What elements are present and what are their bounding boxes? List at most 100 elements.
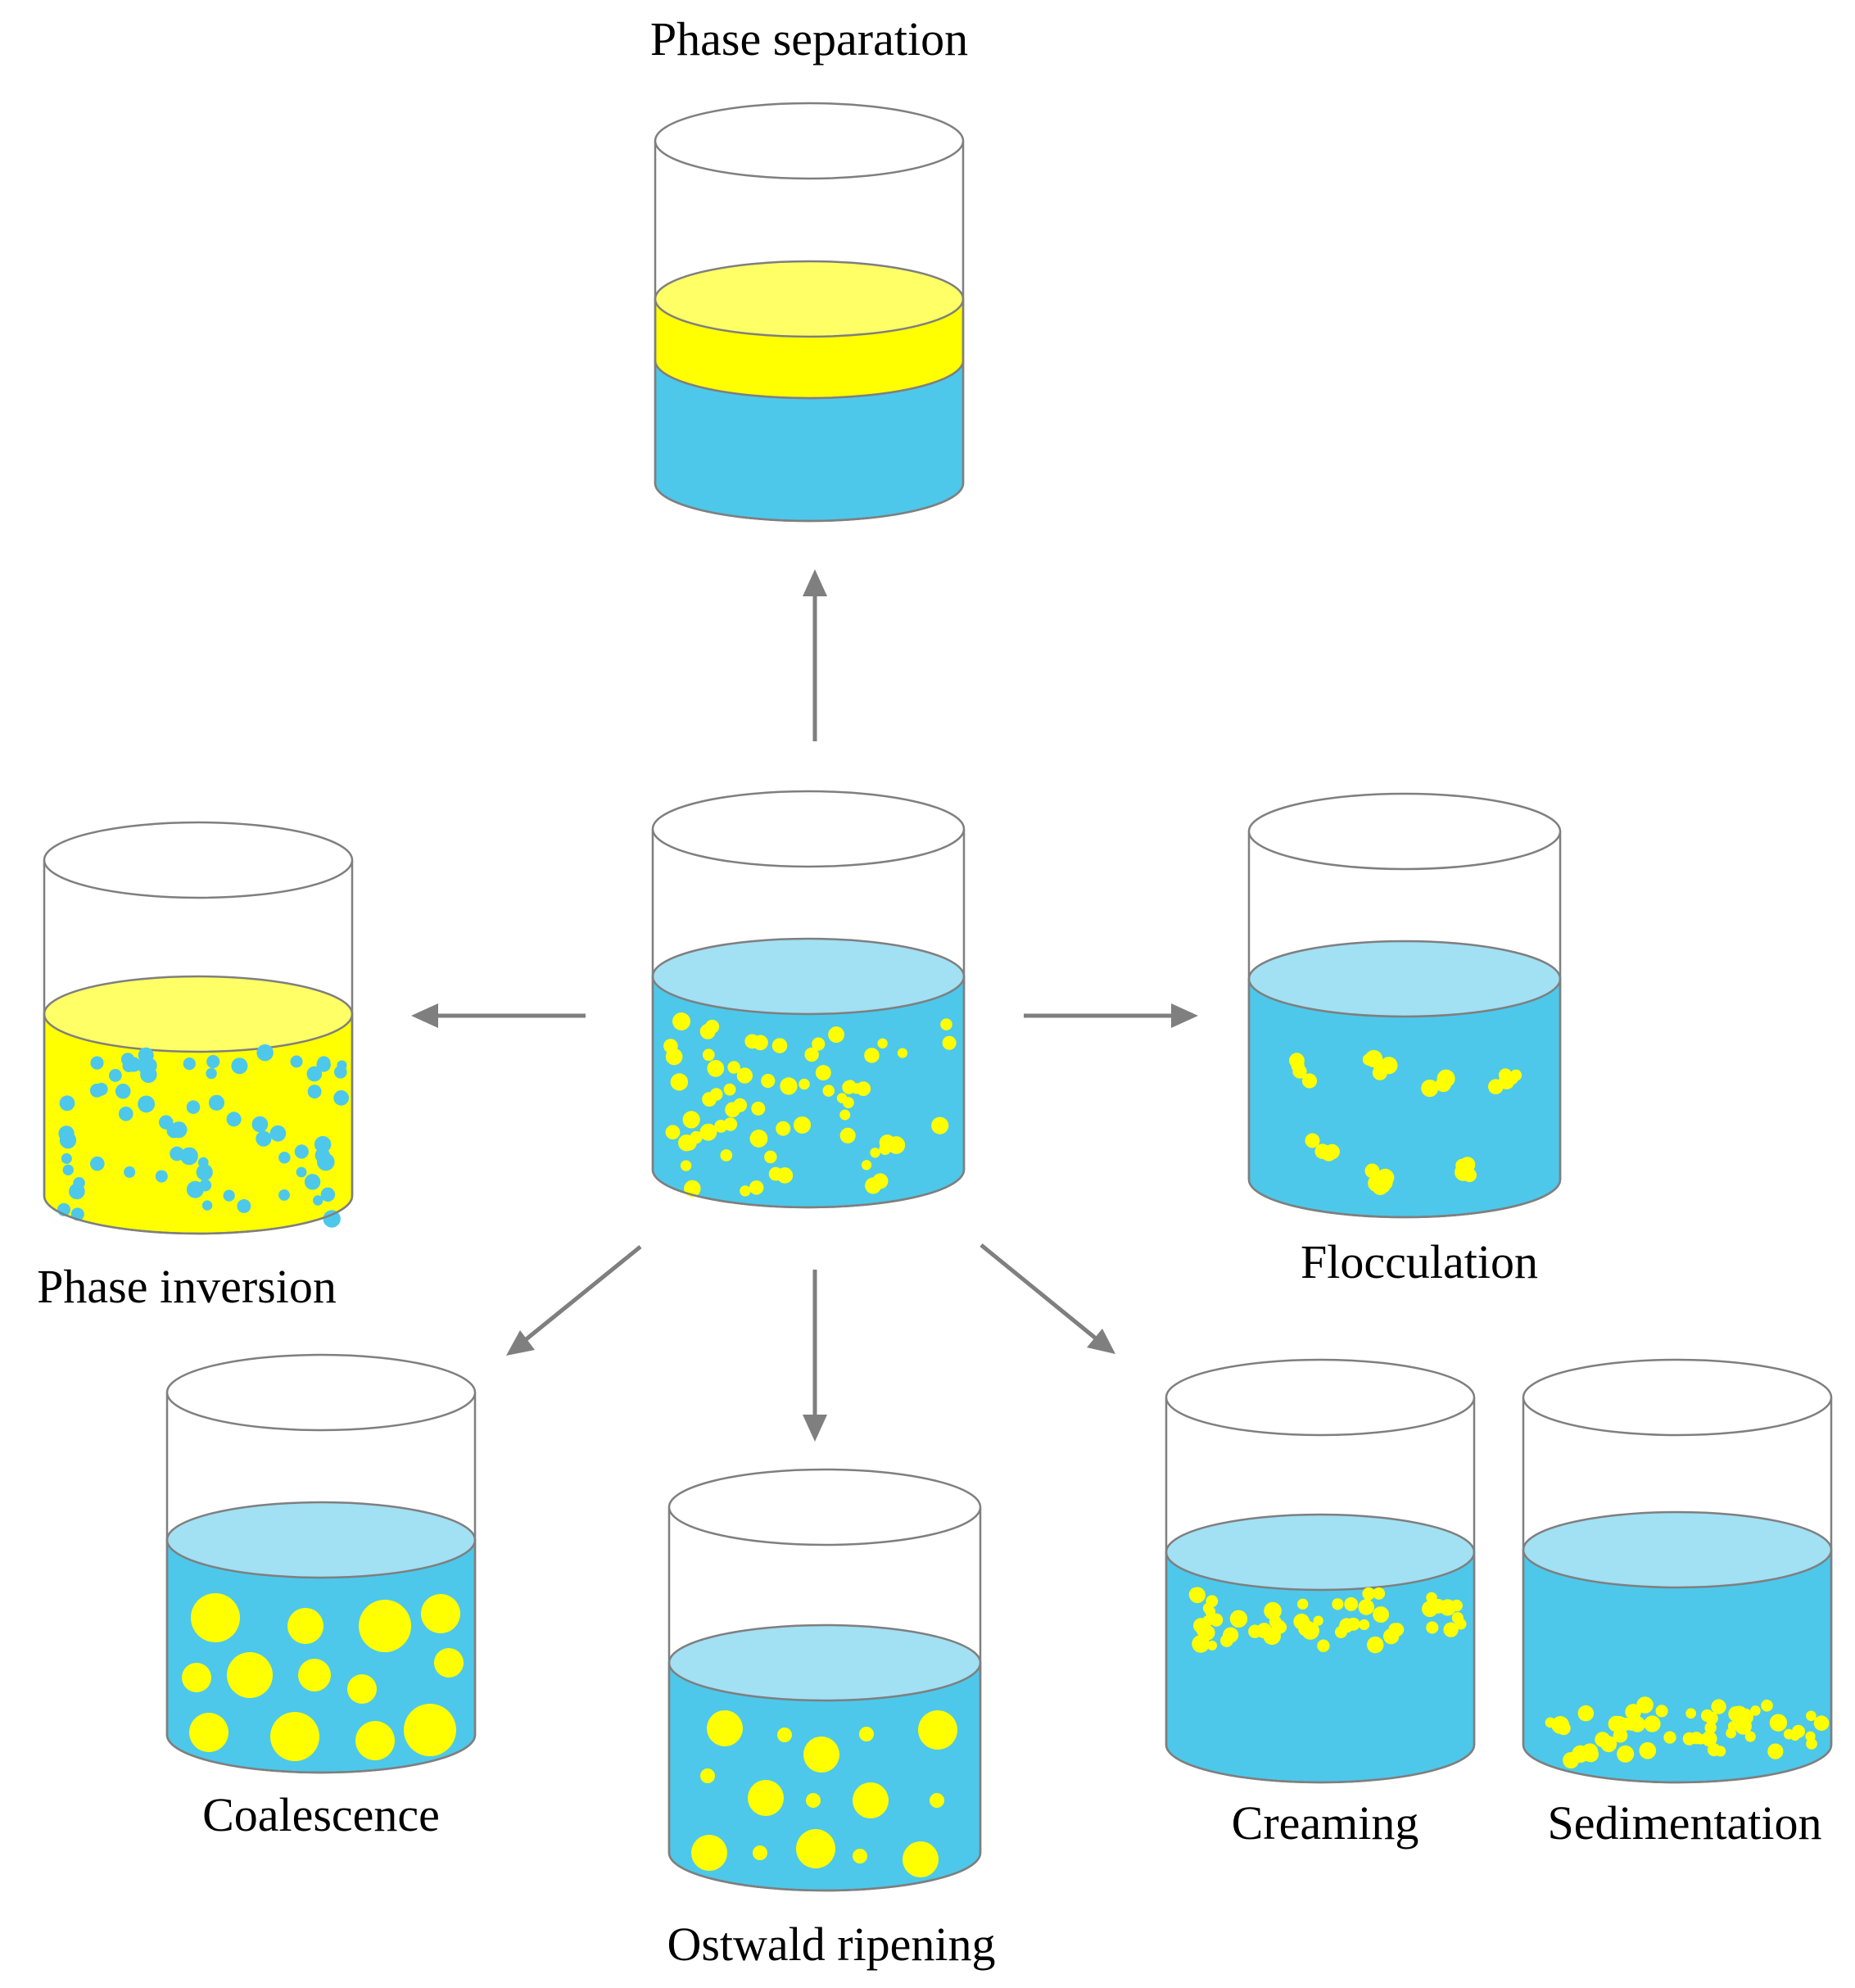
water-droplet xyxy=(124,1166,136,1178)
oil-droplet-sedimented xyxy=(1769,1714,1788,1732)
water-droplet xyxy=(231,1057,248,1075)
water-droplet xyxy=(180,1147,198,1166)
oil-droplet-creamed xyxy=(1335,1626,1347,1638)
oil-droplet-sedimented xyxy=(1644,1715,1661,1732)
beaker-sedimentation xyxy=(1522,1358,1833,1784)
label-ostwald-ripening: Ostwald ripening xyxy=(667,1918,995,1971)
label-coalescence: Coalescence xyxy=(202,1788,440,1841)
beaker-rim xyxy=(1247,792,1562,871)
water-droplet xyxy=(278,1152,291,1164)
oil-droplet-sedimented xyxy=(1636,1696,1654,1714)
oil-droplet xyxy=(844,1080,857,1091)
oil-droplet-sedimented xyxy=(1711,1699,1726,1714)
oil-droplet-sedimented xyxy=(1663,1731,1676,1744)
water-phase-surface xyxy=(667,1623,982,1702)
oil-droplet-sedimented xyxy=(1744,1731,1756,1742)
arrow-to-coalescence xyxy=(506,1245,642,1356)
oil-droplet xyxy=(879,1143,891,1156)
beaker-ostwald-ripening xyxy=(667,1468,982,1892)
water-droplet xyxy=(208,1094,225,1111)
oil-droplet xyxy=(672,1012,690,1030)
oil-droplet-creamed xyxy=(1188,1587,1204,1602)
oil-droplet-sedimented xyxy=(1707,1743,1721,1757)
arrow-to-phase-separation xyxy=(803,569,827,741)
oil-droplet xyxy=(822,1085,835,1097)
water-droplet xyxy=(159,1115,174,1130)
oil-droplet-large xyxy=(191,1593,240,1642)
water-droplet xyxy=(90,1056,104,1070)
oil-droplet-varied xyxy=(803,1737,839,1773)
oil-droplet xyxy=(804,1047,819,1062)
oil-droplet-large xyxy=(404,1704,456,1756)
oil-droplet xyxy=(749,1130,768,1148)
oil-droplet xyxy=(761,1073,776,1089)
oil-droplet xyxy=(723,1083,736,1096)
water-droplet xyxy=(196,1164,213,1181)
oil-droplet xyxy=(665,1125,681,1140)
water-droplet xyxy=(307,1085,322,1099)
oil-droplet xyxy=(663,1039,678,1053)
water-droplet xyxy=(69,1183,85,1200)
oil-droplet-sedimented xyxy=(1595,1732,1611,1748)
oil-droplet-creamed xyxy=(1358,1599,1374,1615)
oil-water-interface xyxy=(654,360,964,399)
water-droplet xyxy=(256,1044,274,1062)
beaker-bottom xyxy=(1165,1744,1476,1784)
arrow-to-phase-inversion xyxy=(411,1003,586,1028)
oil-droplet-varied xyxy=(806,1793,821,1808)
beaker-rim xyxy=(1522,1358,1833,1437)
beaker-bottom xyxy=(667,1852,982,1892)
oil-droplet-floc xyxy=(1509,1069,1522,1081)
beaker-phase-separation xyxy=(654,102,965,523)
beaker-bottom xyxy=(43,1195,354,1235)
oil-droplet-creamed xyxy=(1388,1623,1401,1636)
oil-droplet xyxy=(707,1060,725,1077)
oil-droplet-sedimented xyxy=(1617,1745,1635,1763)
oil-droplet-creamed xyxy=(1362,1587,1376,1601)
label-phase-separation: Phase separation xyxy=(650,12,968,66)
oil-droplet xyxy=(931,1116,949,1134)
beaker-initial-emulsion xyxy=(651,790,966,1209)
oil-droplet-varied xyxy=(853,1782,889,1818)
beaker-bottom xyxy=(1522,1744,1833,1784)
oil-droplet-varied xyxy=(859,1727,874,1741)
beakers xyxy=(43,102,1833,1892)
water-droplet xyxy=(314,1148,330,1163)
water-droplet xyxy=(183,1057,196,1071)
oil-droplet-floc xyxy=(1421,1079,1439,1098)
oil-droplet xyxy=(864,1048,880,1063)
beaker-creaming xyxy=(1165,1358,1476,1784)
oil-droplet-sedimented xyxy=(1805,1731,1816,1741)
water-droplet xyxy=(226,1112,242,1127)
oil-droplet xyxy=(681,1135,697,1151)
water-droplet xyxy=(314,1135,332,1153)
oil-droplet xyxy=(720,1149,733,1162)
water-droplet xyxy=(294,1144,309,1159)
oil-droplet-sedimented xyxy=(1761,1699,1773,1712)
arrow-to-creaming-sedimentation xyxy=(980,1243,1115,1354)
beaker-flocculation xyxy=(1247,792,1562,1219)
water-droplet xyxy=(138,1047,154,1063)
label-sedimentation: Sedimentation xyxy=(1547,1796,1821,1850)
oil-droplet xyxy=(793,1116,812,1134)
oil-droplet-floc xyxy=(1372,1065,1387,1080)
oil-droplet-creamed xyxy=(1297,1598,1309,1610)
oil-droplet xyxy=(702,1048,715,1062)
oil-droplet-sedimented xyxy=(1767,1743,1784,1759)
water-droplet xyxy=(306,1066,323,1082)
water-droplet xyxy=(237,1199,251,1213)
oil-droplet-sedimented xyxy=(1625,1717,1639,1731)
oil-droplet-sedimented xyxy=(1735,1717,1752,1735)
oil-droplet-varied xyxy=(918,1710,957,1750)
oil-droplet xyxy=(764,1150,777,1164)
oil-droplet-creamed xyxy=(1210,1613,1224,1627)
oil-droplet xyxy=(749,1180,764,1195)
water-droplet xyxy=(186,1100,201,1114)
oil-droplet xyxy=(839,1127,856,1143)
water-droplet xyxy=(333,1089,350,1106)
water-droplet xyxy=(90,1156,105,1171)
oil-droplet-creamed xyxy=(1274,1620,1287,1634)
oil-droplet-sedimented xyxy=(1551,1716,1570,1734)
oil-droplet xyxy=(865,1177,882,1194)
